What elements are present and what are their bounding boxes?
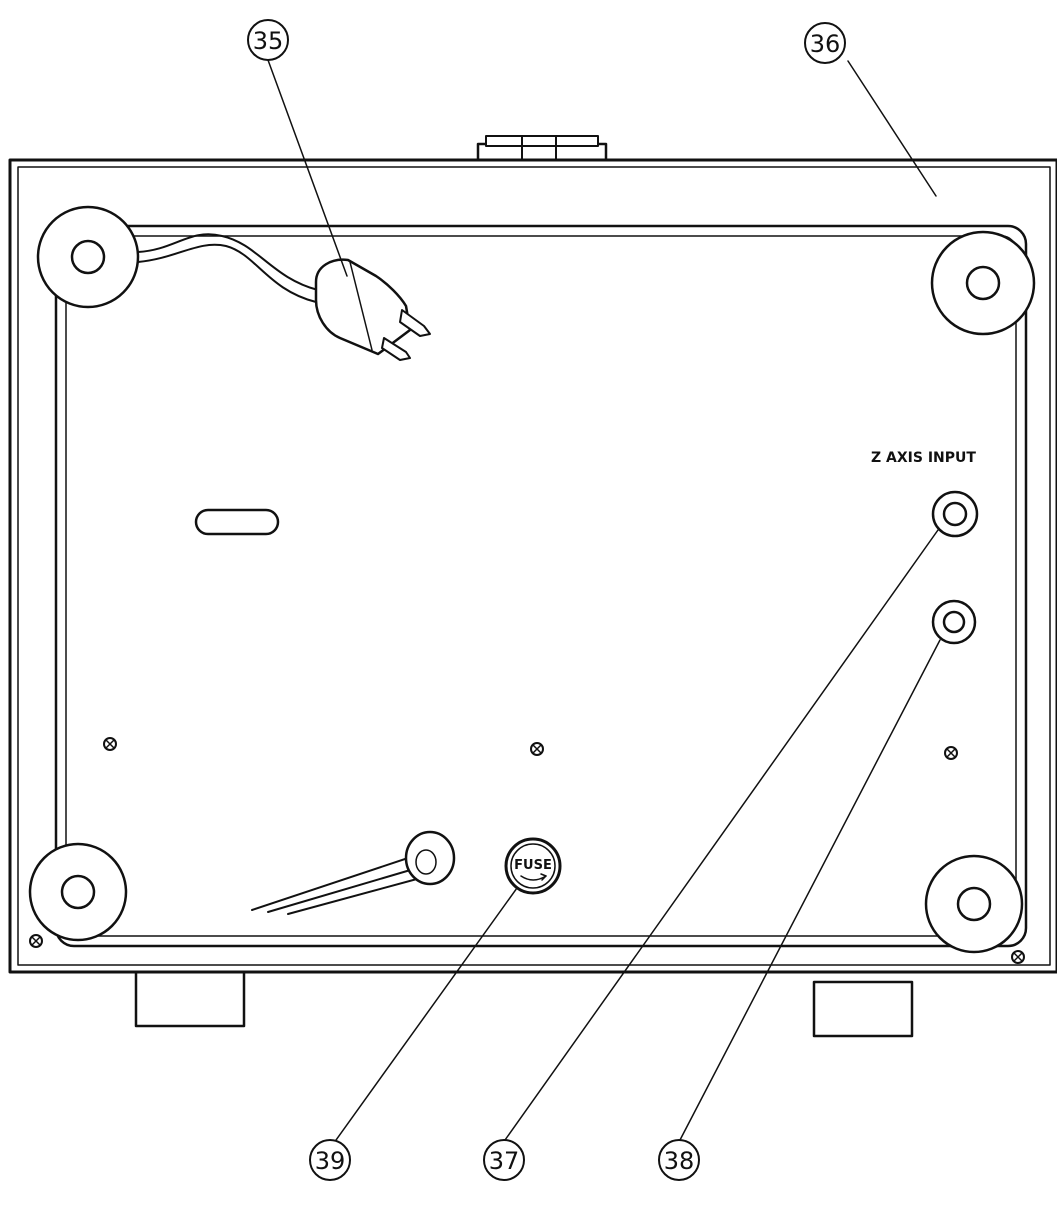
screw-icon (1011, 950, 1025, 964)
top-connector (476, 135, 608, 164)
corner-feet (28, 205, 1036, 954)
svg-text:35: 35 (253, 27, 284, 55)
rear-panel (54, 224, 1028, 948)
leader-38 (679, 639, 941, 1141)
screw-icon (103, 737, 117, 751)
cabinet-frame (8, 158, 1057, 974)
svg-text:38: 38 (664, 1147, 695, 1175)
fuse-holder[interactable]: FUSE (504, 837, 562, 895)
corner-foot-bottom-right (924, 854, 1024, 954)
callout-36: 36 (804, 22, 846, 64)
power-cord (137, 233, 319, 303)
foot-left (134, 968, 246, 1028)
screw-icon (530, 742, 544, 756)
z-axis-input-label: Z AXIS INPUT (871, 450, 976, 466)
screws (29, 737, 1025, 964)
callout-37: 37 (483, 1139, 525, 1181)
corner-foot-bottom-left (28, 842, 128, 942)
bottom-feet (134, 968, 914, 1038)
z-axis-input-jack[interactable] (931, 490, 979, 538)
power-plug (314, 258, 431, 361)
screw-icon (29, 934, 43, 948)
leader-39 (335, 887, 518, 1141)
svg-text:36: 36 (810, 30, 841, 58)
callout-38: 38 (658, 1139, 700, 1181)
foot-right (812, 980, 914, 1038)
corner-foot-top-right (930, 230, 1036, 336)
ground-jack[interactable] (931, 599, 977, 645)
panel-slot (194, 508, 280, 536)
leader-36 (847, 60, 937, 197)
callout-39: 39 (309, 1139, 351, 1181)
leader-37 (504, 529, 939, 1141)
screw-icon (944, 746, 958, 760)
corner-foot-top-left (36, 205, 140, 309)
svg-text:39: 39 (315, 1147, 346, 1175)
leader-35 (267, 59, 348, 277)
svg-text:37: 37 (489, 1147, 520, 1175)
fuse-label: FUSE (514, 858, 552, 873)
leader-lines (267, 59, 941, 1141)
cable-grommet (251, 830, 456, 915)
callout-35: 35 (247, 19, 289, 61)
